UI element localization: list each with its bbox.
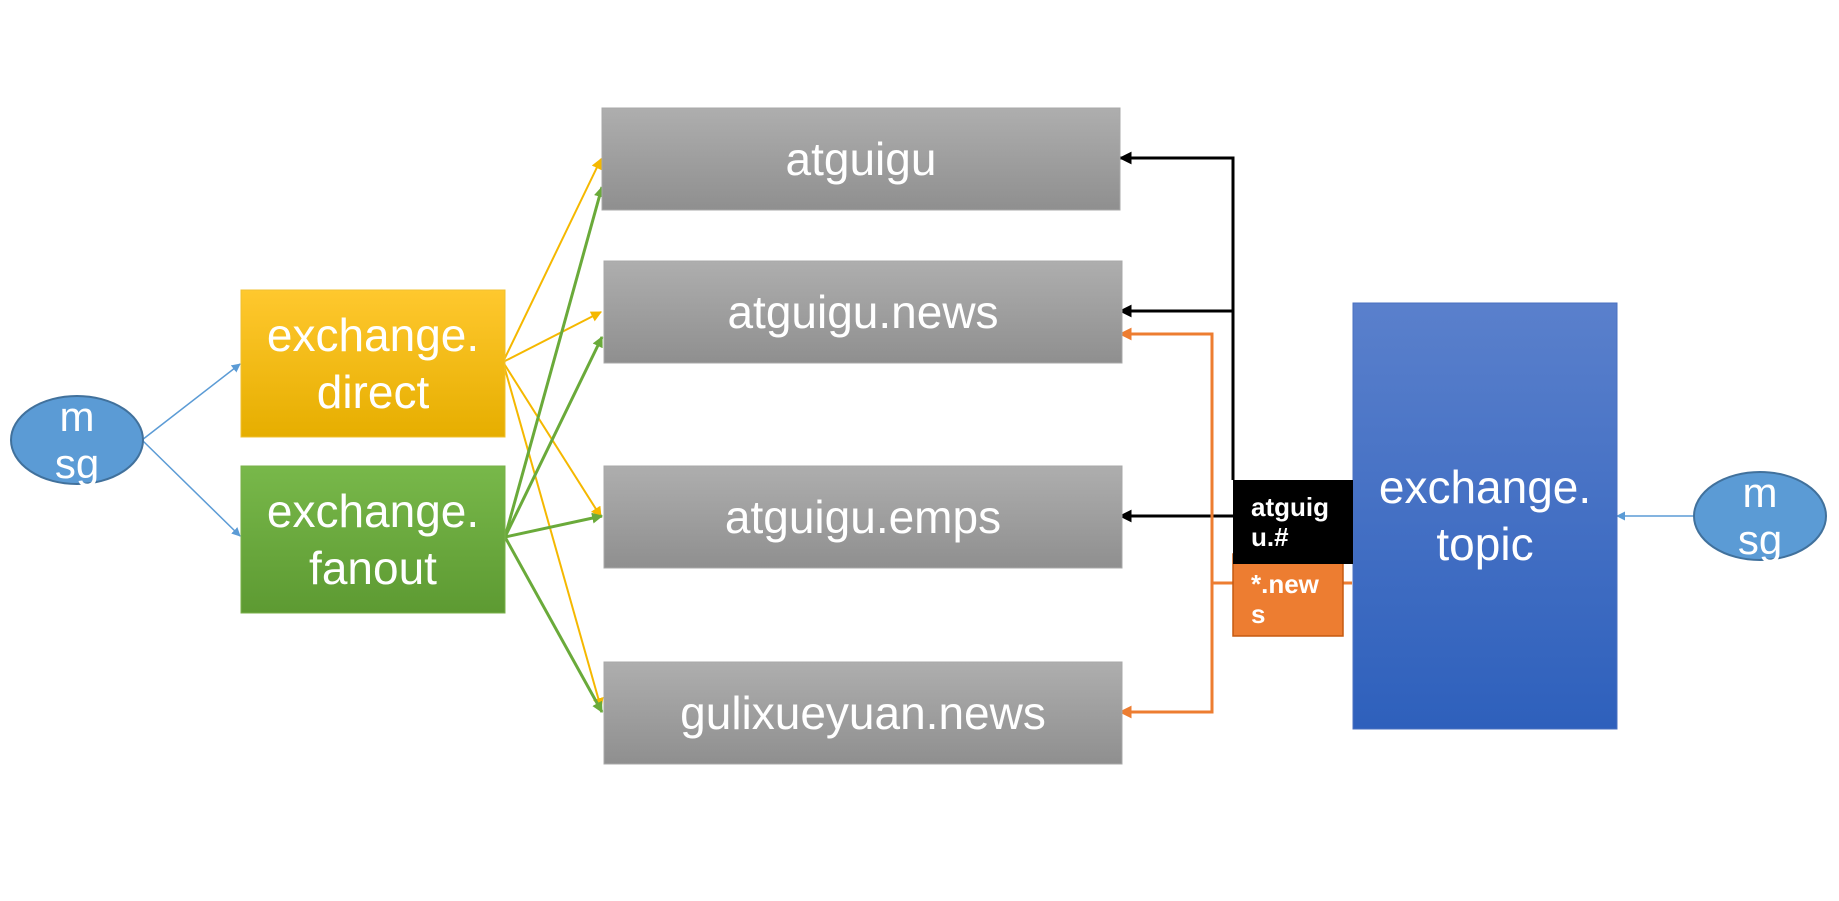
exchange-topic-box <box>1352 302 1618 730</box>
exchange-direct-label: exchange. direct <box>266 308 480 418</box>
queue-atguigu-emps-label: atguigu.emps <box>724 491 1002 543</box>
queue-gulixueyuan-news-box <box>603 661 1123 765</box>
arrow-msg-to-fanout <box>141 439 241 537</box>
msg-left-label: m sg <box>54 393 100 487</box>
queue-atguigu-emps-box <box>603 465 1123 569</box>
msg-right-ellipse <box>1693 471 1827 561</box>
exchange-topic-label: exchange. topic <box>1378 461 1592 570</box>
queue-atguigu-box <box>601 107 1121 211</box>
exchange-direct-box <box>240 289 506 438</box>
routing-key-orange-label: *.new s <box>1251 569 1319 629</box>
exchange-fanout-label: exchange. fanout <box>266 484 480 594</box>
msg-left-ellipse <box>10 395 144 485</box>
routing-key-black-box <box>1233 480 1353 564</box>
exchange-fanout-box <box>240 465 506 614</box>
msg-right-label: m sg <box>1737 469 1783 563</box>
arrow-msg-to-direct <box>141 363 241 441</box>
routing-key-black-label: atguig u.# <box>1251 492 1329 552</box>
queue-atguigu-news-label: atguigu.news <box>727 286 999 338</box>
queue-atguigu-label: atguigu <box>785 133 937 185</box>
fanout-bindings <box>503 185 605 713</box>
black-route-lines <box>1118 151 1235 523</box>
queue-atguigu-news-box <box>603 260 1123 364</box>
queue-gulixueyuan-news-label: gulixueyuan.news <box>680 687 1046 739</box>
